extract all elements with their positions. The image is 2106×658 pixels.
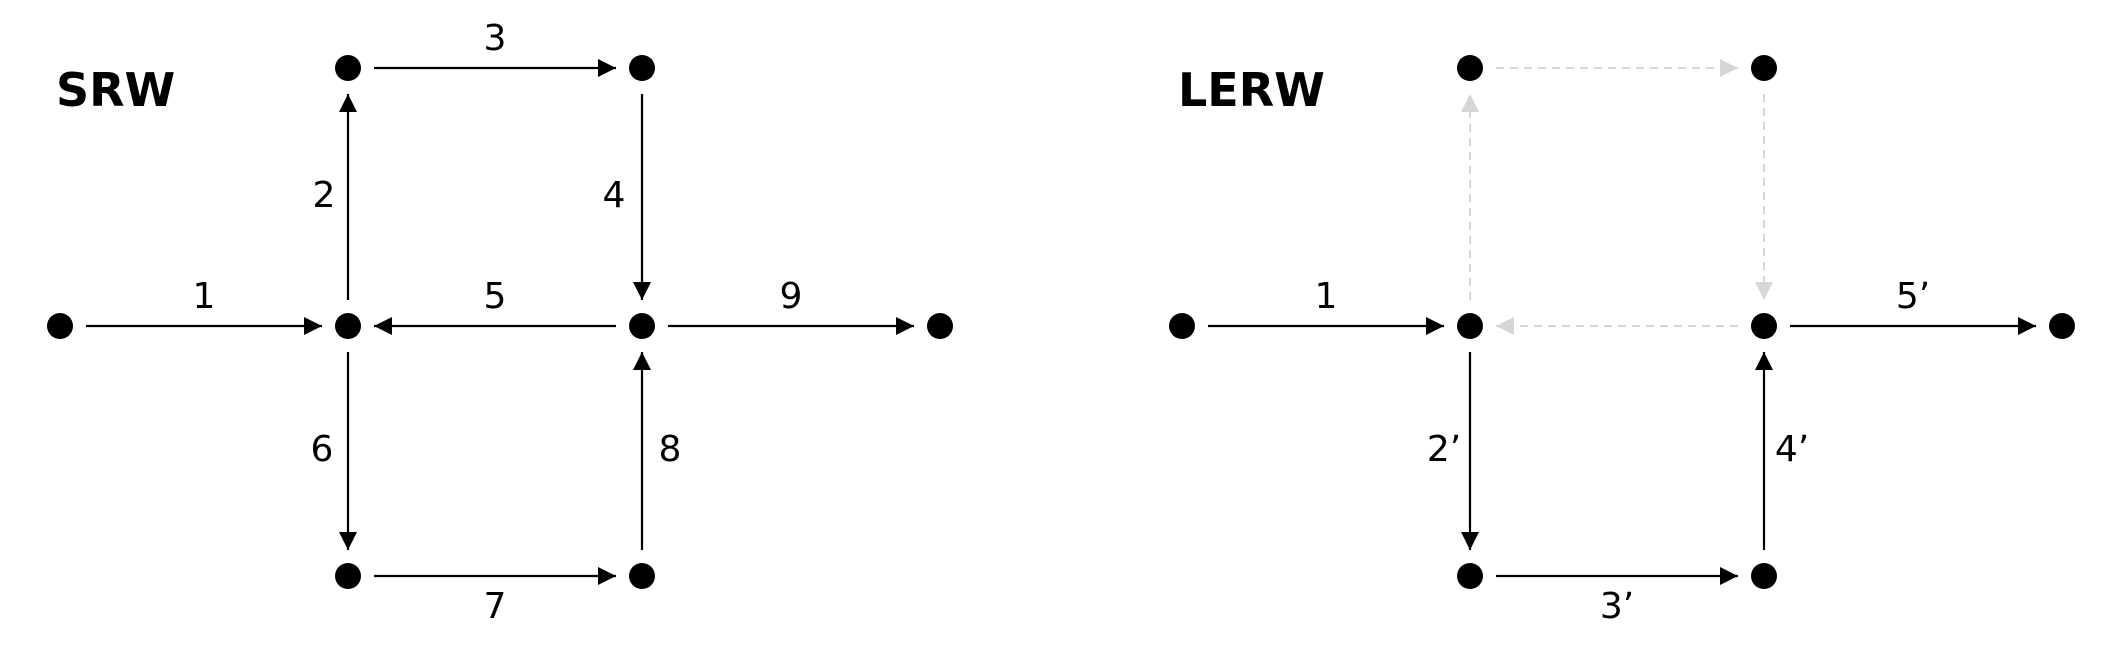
node-a [47,313,73,339]
node-g [629,563,655,589]
node-g [1751,563,1777,589]
node-c [335,55,361,81]
node-f [335,563,361,589]
panel-title: SRW [56,63,175,117]
edge-label: 1 [193,276,216,317]
edge-label: 7 [484,586,507,627]
edge-label: 2’ [1427,429,1461,470]
node-a [1169,313,1195,339]
panel-srw: SRW 1 2 3 4 5 6 7 8 9 [47,18,953,627]
node-h [2049,313,2075,339]
edge-label: 8 [659,429,682,470]
node-f [1457,563,1483,589]
node-b [1457,313,1483,339]
node-d [629,55,655,81]
edge-label: 3 [484,18,507,59]
edge-label: 6 [311,429,334,470]
edge-label: 4 [603,175,626,216]
node-e [629,313,655,339]
node-h [927,313,953,339]
edge-label: 5’ [1896,276,1930,317]
edge-label: 9 [780,276,803,317]
edge-label: 4’ [1775,429,1809,470]
node-d [1751,55,1777,81]
panel-title: LERW [1178,63,1325,117]
edge-label: 1 [1315,276,1338,317]
node-e [1751,313,1777,339]
node-c [1457,55,1483,81]
edge-label: 5 [484,276,507,317]
edge-label: 3’ [1600,586,1634,627]
panel-lerw: LERW 1 2’ 3’ 4’ 5’ [1169,55,2075,627]
edge-label: 2 [313,175,336,216]
node-b [335,313,361,339]
